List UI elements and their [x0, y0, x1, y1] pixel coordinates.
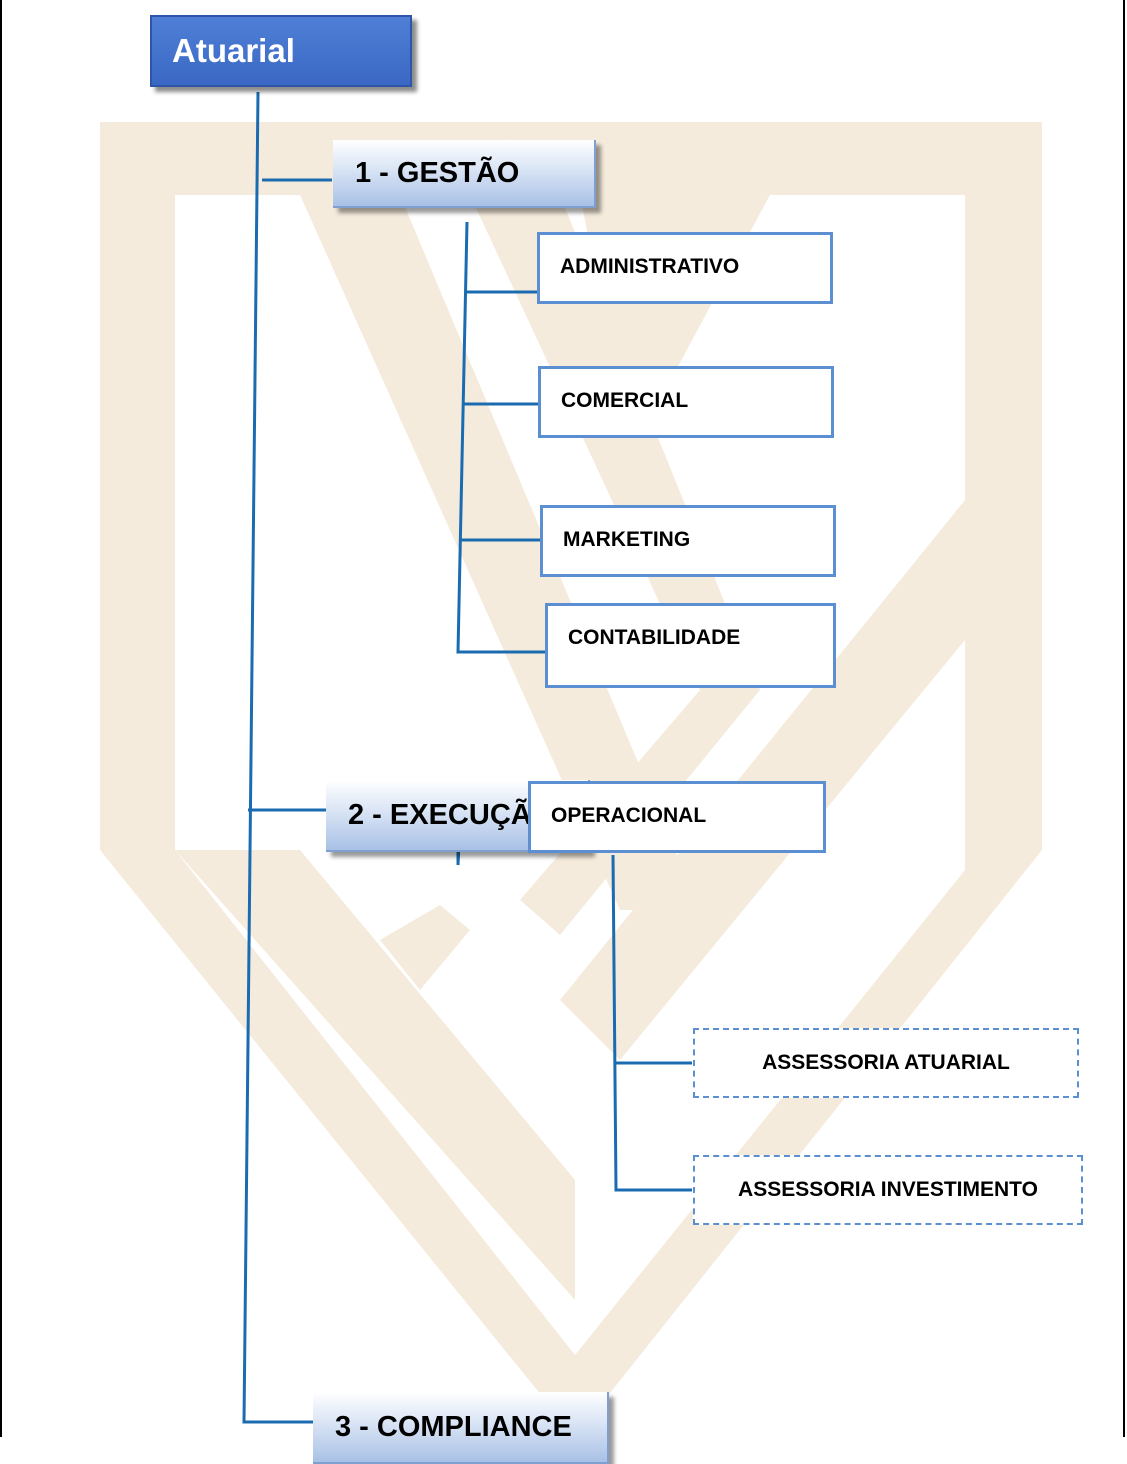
root-label: Atuarial [172, 32, 295, 69]
root-node: Atuarial [150, 15, 412, 87]
page-frame [0, 0, 1125, 1437]
section-label: 3 - COMPLIANCE [335, 1410, 572, 1443]
sub-assessoria-investimento: ASSESSORIA INVESTIMENTO [693, 1155, 1083, 1225]
section-label: 2 - EXECUÇÃO [348, 798, 555, 831]
sub-assessoria-atuarial: ASSESSORIA ATUARIAL [693, 1028, 1079, 1098]
dept-administrativo: ADMINISTRATIVO [537, 232, 833, 304]
sub-label: ASSESSORIA INVESTIMENTO [738, 1178, 1038, 1201]
dept-label: MARKETING [563, 528, 691, 551]
dept-label: COMERCIAL [561, 389, 689, 412]
dept-operacional: OPERACIONAL [528, 781, 826, 853]
dept-label: ADMINISTRATIVO [560, 255, 740, 278]
dept-label: CONTABILIDADE [568, 626, 741, 649]
section-label: 1 - GESTÃO [355, 156, 520, 189]
section-compliance: 3 - COMPLIANCE [313, 1392, 609, 1464]
trunk-connector [242, 91, 318, 1424]
section-gestao: 1 - GESTÃO [333, 140, 596, 208]
sub-label: ASSESSORIA ATUARIAL [762, 1051, 1010, 1074]
dept-comercial: COMERCIAL [538, 366, 834, 438]
dept-marketing: MARKETING [540, 505, 836, 577]
dept-contabilidade: CONTABILIDADE [545, 603, 836, 688]
dept-label: OPERACIONAL [551, 804, 707, 827]
